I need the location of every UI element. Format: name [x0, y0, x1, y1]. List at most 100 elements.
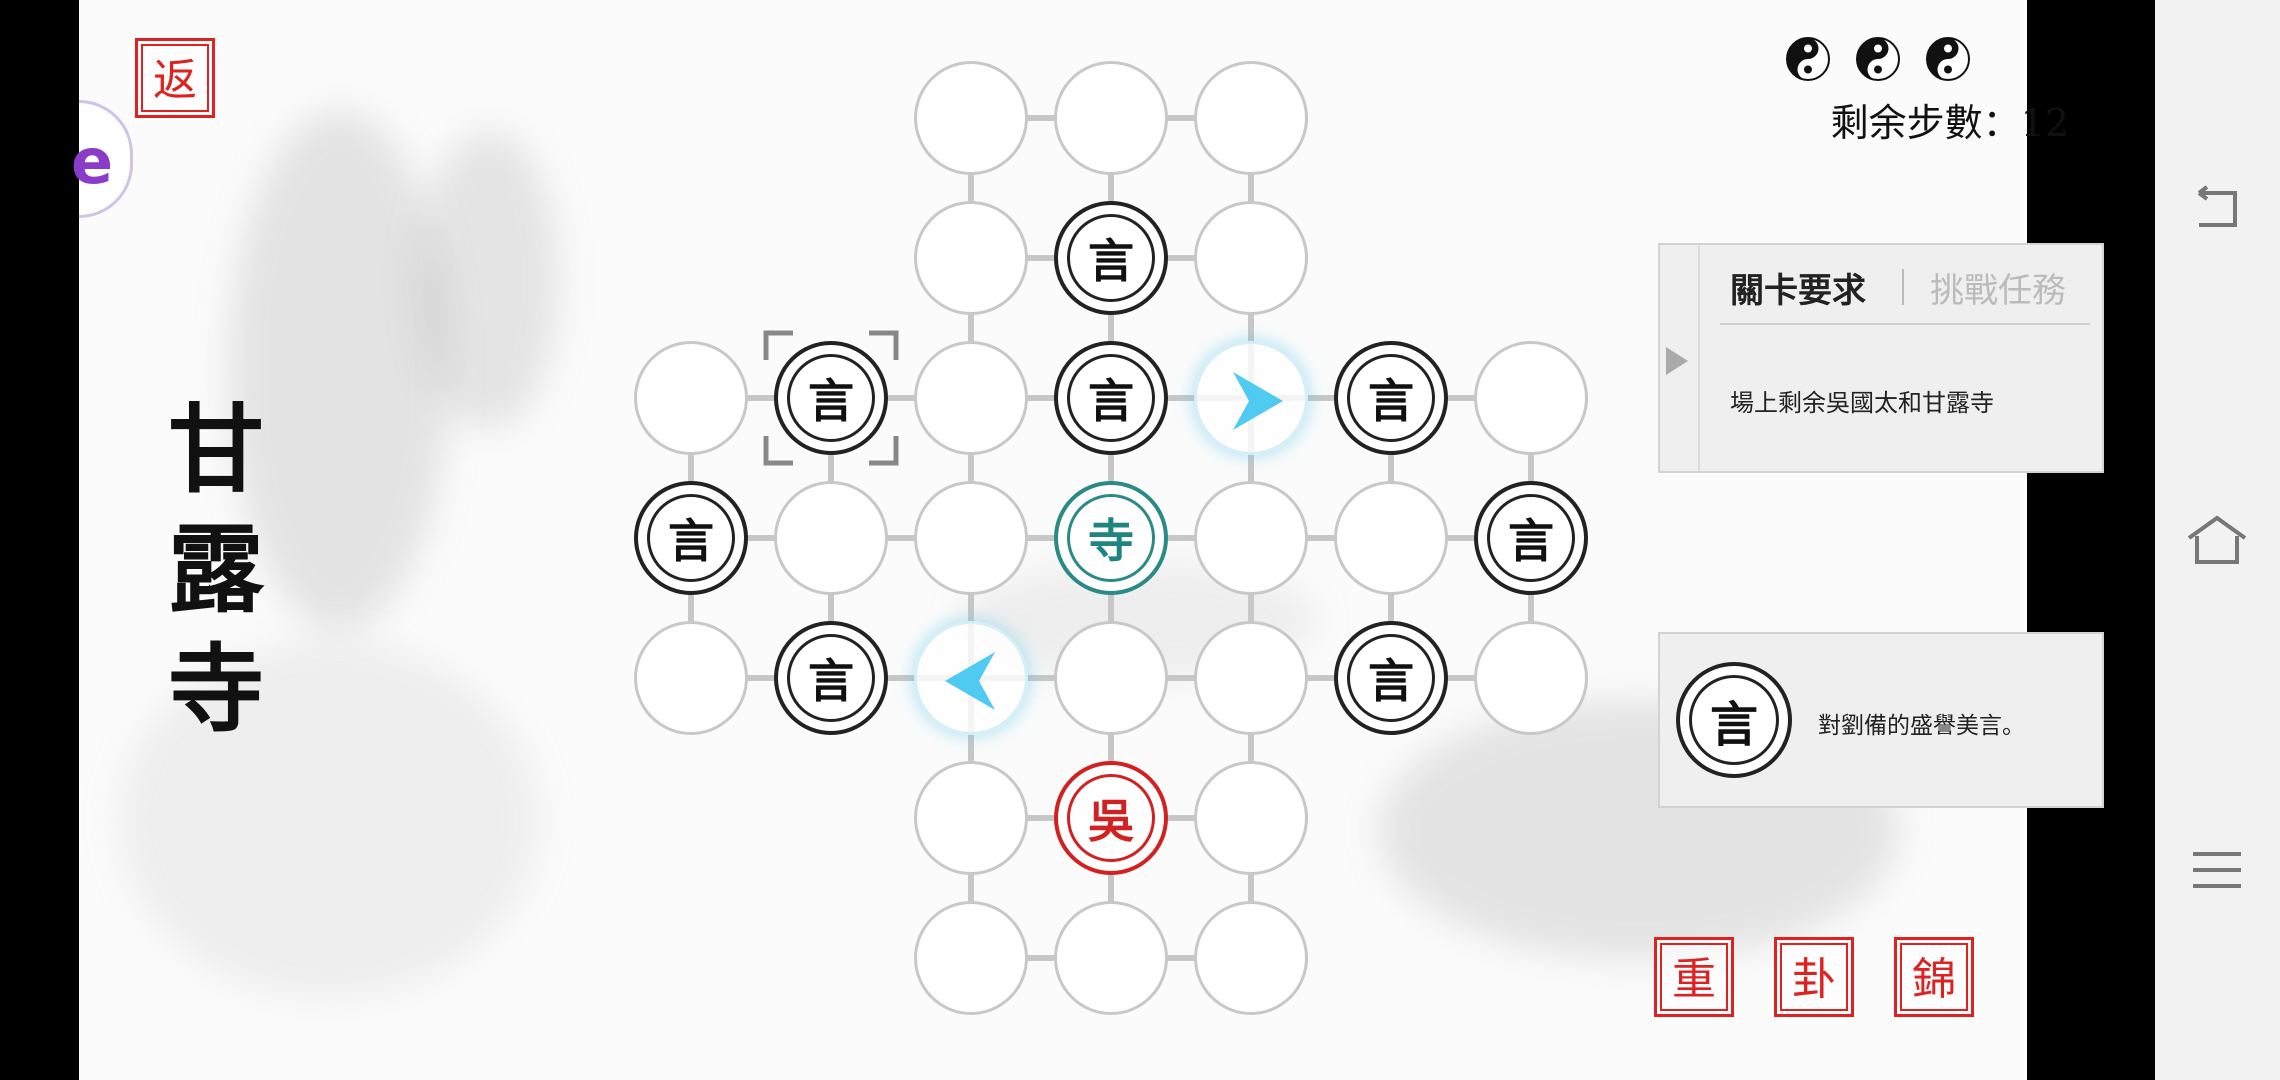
piece-yan-r4c5[interactable]: 言	[1334, 621, 1448, 735]
piece-char: 言	[1368, 374, 1414, 428]
board-cell[interactable]	[1474, 621, 1588, 735]
restart-button[interactable]: 重	[1654, 937, 1734, 1017]
game-board: 言言言言言寺言言言吳	[79, 0, 2027, 1080]
ink-mist-bg	[119, 640, 539, 1000]
board-link	[1108, 398, 1114, 538]
piece-char: 言	[668, 514, 714, 568]
taiji-icon	[1786, 37, 1830, 81]
info-description: 對劉備的盛譽美言。	[1818, 713, 2025, 739]
tab-requirements[interactable]: 關卡要求	[1730, 271, 1866, 311]
move-arrow-left-icon[interactable]	[914, 621, 1028, 735]
board-link	[1391, 675, 1531, 681]
board-cell[interactable]	[1334, 481, 1448, 595]
piece-yan-r2c5[interactable]: 言	[1334, 341, 1448, 455]
piece-si-r3c3[interactable]: 寺	[1054, 481, 1168, 595]
board-cell[interactable]	[914, 201, 1028, 315]
board-link	[1248, 818, 1254, 958]
board-cell[interactable]	[914, 901, 1028, 1015]
piece-char: 言	[1088, 374, 1134, 428]
board-link	[968, 398, 974, 538]
steps-value: 12	[2020, 101, 2069, 145]
piece-char: 言	[1508, 514, 1554, 568]
board-link	[831, 395, 971, 401]
board-cell[interactable]	[1194, 761, 1308, 875]
piece-char: 言	[1088, 234, 1134, 288]
system-navbar	[2155, 0, 2280, 1080]
board-cell[interactable]	[1054, 901, 1168, 1015]
piece-wu-r5c3[interactable]: 吳	[1054, 761, 1168, 875]
board-link	[968, 538, 974, 678]
board-link	[1248, 538, 1254, 678]
board-cell[interactable]	[1194, 901, 1308, 1015]
board-cell[interactable]	[1194, 481, 1308, 595]
divider	[1720, 323, 2090, 325]
board-cell[interactable]	[914, 481, 1028, 595]
piece-char: 寺	[1088, 514, 1134, 568]
board-cell[interactable]	[914, 61, 1028, 175]
board-cell[interactable]	[914, 761, 1028, 875]
board-cell[interactable]	[774, 481, 888, 595]
steps-remaining: 剩余步數：12	[1749, 92, 2069, 147]
move-arrow-right-icon[interactable]	[1194, 341, 1308, 455]
board-cell[interactable]	[1194, 201, 1308, 315]
board-cell[interactable]	[634, 341, 748, 455]
board-cell[interactable]	[1474, 341, 1588, 455]
board-link	[688, 398, 694, 538]
board-link	[688, 538, 694, 678]
board-link	[1248, 678, 1254, 818]
board-cell[interactable]	[634, 621, 748, 735]
piece-yan-r1c3[interactable]: 言	[1054, 201, 1168, 315]
home-nav-icon[interactable]	[2185, 508, 2249, 572]
board-link	[1111, 815, 1251, 821]
board-cell[interactable]	[1054, 621, 1168, 735]
info-piece-char: 言	[1709, 697, 1758, 753]
board-link	[691, 535, 831, 541]
board-link	[1528, 538, 1534, 678]
collapse-arrow-icon[interactable]	[1666, 347, 1688, 375]
board-link	[828, 538, 834, 678]
board-link	[968, 258, 974, 398]
back-button[interactable]: 返	[135, 38, 215, 118]
piece-char: 言	[808, 654, 854, 708]
requirements-panel: 關卡要求 挑戰任務 場上剩余吳國太和甘露寺	[1658, 243, 2104, 473]
board-link	[1108, 118, 1114, 258]
board-link	[971, 955, 1111, 961]
piece-yan-r2c1[interactable]: 言	[774, 341, 888, 455]
piece-char: 言	[808, 374, 854, 428]
requirement-text: 場上剩余吳國太和甘露寺	[1730, 389, 1994, 417]
board-link	[971, 675, 1111, 681]
piece-yan-r4c1[interactable]: 言	[774, 621, 888, 735]
piece-char: 言	[1368, 654, 1414, 708]
board-cell[interactable]	[914, 341, 1028, 455]
brocade-button[interactable]: 錦	[1894, 937, 1974, 1017]
ink-mountain-bg	[419, 130, 559, 430]
back-nav-icon[interactable]	[2185, 178, 2249, 242]
tab-challenge[interactable]: 挑戰任務	[1930, 271, 2066, 311]
board-link	[1108, 258, 1114, 398]
board-link	[1391, 535, 1531, 541]
steps-label: 剩余步數：	[1830, 101, 2021, 145]
board-cell[interactable]	[1194, 61, 1308, 175]
board-link	[1528, 398, 1534, 538]
board-link	[1108, 818, 1114, 958]
info-piece: 言	[1676, 662, 1792, 778]
board-link	[1111, 535, 1251, 541]
board-cell[interactable]	[1054, 61, 1168, 175]
piece-yan-r3c0[interactable]: 言	[634, 481, 748, 595]
board-link	[1108, 538, 1114, 678]
board-link	[831, 535, 971, 541]
board-link	[968, 678, 974, 818]
hexagram-button[interactable]: 卦	[1774, 937, 1854, 1017]
board-link	[1388, 398, 1394, 538]
piece-yan-r3c6[interactable]: 言	[1474, 481, 1588, 595]
board-link	[971, 815, 1111, 821]
board-link	[1251, 675, 1391, 681]
board-cell[interactable]	[1194, 621, 1308, 735]
board-link	[691, 395, 831, 401]
taiji-icon	[1856, 37, 1900, 81]
menu-nav-icon[interactable]	[2185, 838, 2249, 902]
board-link	[1388, 538, 1394, 678]
piece-info-panel: 言 對劉備的盛譽美言。	[1658, 632, 2104, 808]
level-title: 甘 露 寺	[168, 390, 264, 750]
piece-yan-r2c3[interactable]: 言	[1054, 341, 1168, 455]
